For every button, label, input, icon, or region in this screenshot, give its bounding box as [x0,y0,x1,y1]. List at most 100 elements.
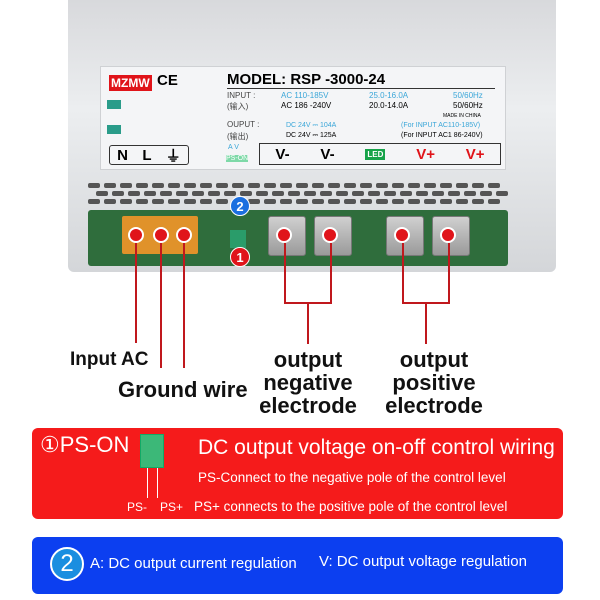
vent-slot [256,191,268,196]
vent-slot [248,183,260,188]
vent-slot [176,191,188,196]
vent-grille [88,183,508,209]
vent-slot [296,183,308,188]
vent-slot [160,191,172,196]
vent-slot [408,199,420,204]
input-spec: AC 110-185V [281,91,329,100]
vent-slot [88,199,100,204]
number-2-icon: 2 [50,547,84,581]
vent-slot [184,183,196,188]
vent-slot [448,191,460,196]
vent-slot [128,191,140,196]
vent-slot [248,199,260,204]
leader-line [425,302,427,344]
model-text: MODEL: RSP -3000-24 [227,71,495,89]
v-minus-label: V- [320,145,335,163]
vent-slot [240,191,252,196]
vent-slot [136,199,148,204]
vent-slot [392,199,404,204]
leader-line [160,243,162,368]
vent-slot [312,183,324,188]
ps-on-label: PS-ON [226,155,249,162]
vent-slot [472,183,484,188]
vent-slot [264,199,276,204]
dc-terminal-legend: V- V- LED V+ V+ [259,143,501,165]
vent-slot [120,183,132,188]
l-label: L [142,146,152,164]
marker-1: 1 [230,247,250,267]
negative-electrode-annotation: output negative electrode [259,347,357,419]
ps-on-connector [230,230,246,248]
input-spec: 50/60Hz [453,91,483,100]
vent-slot [200,183,212,188]
leader-line [183,243,185,368]
vent-slot [424,183,436,188]
vent-slot [328,199,340,204]
v-plus-label: V+ [416,145,435,163]
vent-slot [480,191,492,196]
vent-slot [104,199,116,204]
ps-minus-line [147,468,148,498]
input-spec: 20.0-14.0A [369,101,409,110]
vent-slot [408,183,420,188]
input-ac-annotation: Input AC [70,349,149,370]
vent-slot [416,191,428,196]
n-label: N [117,146,128,164]
vent-slot [472,199,484,204]
v-minus-marker [322,227,338,243]
led-label: LED [365,148,386,160]
current-regulation-text: A: DC output current regulation [90,555,297,572]
vent-slot [320,191,332,196]
marker-2: 2 [230,196,250,216]
input-spec: 50/60Hz [453,101,483,110]
leader-line [135,243,137,343]
leader-line [307,302,309,344]
vent-slot [336,191,348,196]
ground-wire-annotation: Ground wire [118,377,248,402]
vent-slot [136,183,148,188]
adj-labels: A V [228,144,239,151]
vent-slot [488,199,500,204]
input-spec: 25.0-16.0A [369,91,409,100]
vent-slot [280,183,292,188]
vent-slot [360,183,372,188]
vent-slot [168,199,180,204]
output-label-cn: (输出) [227,132,249,141]
leader-line [402,243,404,303]
vent-slot [424,199,436,204]
vent-slot [304,191,316,196]
input-label: INPUT : [227,91,256,100]
vent-slot [168,183,180,188]
vent-slot [264,183,276,188]
vent-slot [288,191,300,196]
made-in: MADE IN CHINA [443,113,481,119]
vent-slot [328,183,340,188]
vent-slot [440,199,452,204]
vent-slot [344,183,356,188]
vent-slot [456,183,468,188]
ps-on-heading: DC output voltage on-off control wiring [198,436,555,459]
vent-slot [384,191,396,196]
vent-slot [192,191,204,196]
ps-on-text: PS-ON [59,432,130,457]
vent-slot [216,199,228,204]
adjust-info-box: 2 A: DC output current regulation V: DC … [32,537,563,594]
vent-slot [224,191,236,196]
vent-slot [184,199,196,204]
vent-slot [376,183,388,188]
v-label: V [234,144,239,151]
vent-slot [376,199,388,204]
vent-slot [216,183,228,188]
ground-icon: ⏚ [165,147,181,165]
vent-slot [272,191,284,196]
vent-slot [88,183,100,188]
v-plus-label: V+ [465,145,485,163]
output-label: OUPUT : [227,120,260,129]
vent-slot [112,191,124,196]
ac-l-marker [153,227,169,243]
ps-plus-line [157,468,158,498]
vent-slot [104,183,116,188]
vent-slot [144,191,156,196]
vent-slot [456,199,468,204]
output-spec: DC 24V ⎓ 104A [286,122,337,129]
